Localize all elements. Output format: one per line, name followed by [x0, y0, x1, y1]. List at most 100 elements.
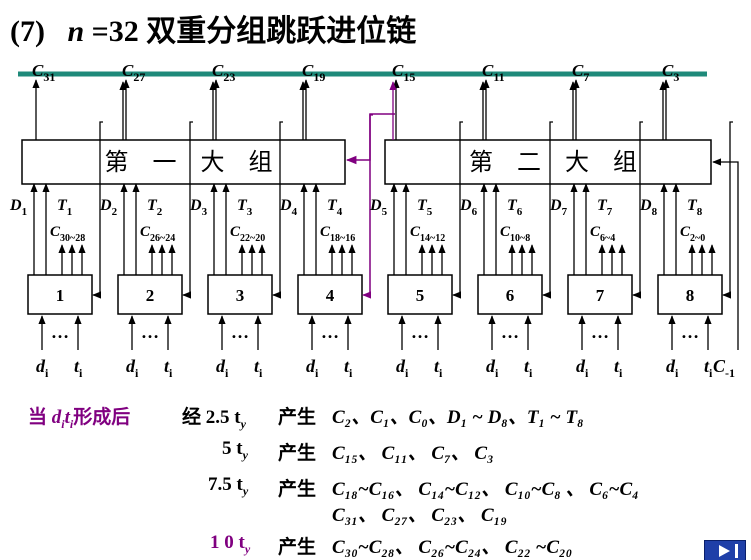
small-group-box: [387, 274, 453, 315]
next-slide-button[interactable]: [704, 540, 746, 560]
input-ellipsis: …: [51, 322, 69, 342]
timing-row-3-result: C₁₈~C₁₆、 C₁₄~C₁₂、 C₁₀~C₈ 、 C₆~C₄: [332, 479, 639, 500]
timing-row-4: 1 0 ty: [210, 532, 251, 556]
ti-input-label: ti: [704, 356, 713, 380]
small-group-number: 5: [416, 286, 425, 305]
carry-in-wire: [452, 121, 463, 299]
t-label: T7: [597, 197, 613, 218]
di-input-label: di: [216, 356, 229, 380]
big-group-label: 第 一 大 组: [105, 149, 273, 176]
timing-row-1-result: C₂、C₁、C₀、D₁ ~ D₈、T₁ ~ T₈: [332, 407, 584, 428]
small-group-number: 3: [236, 286, 245, 305]
small-group-box: [117, 274, 183, 315]
t-label: T4: [327, 197, 343, 218]
title-number: (7): [10, 15, 45, 48]
input-ellipsis: …: [141, 322, 159, 342]
timing-row-4-result: C₃₀~C₂₈、 C₂₆~C₂₄、 C₂₂ ~C₂₀: [332, 537, 573, 558]
timing-row-3b-result: C₃₁、 C₂₇、 C₂₃、 C₁₉: [332, 505, 507, 526]
timing-row-3-verb: 产生: [278, 479, 317, 500]
timing-row-3: 7.5 ty: [208, 474, 249, 498]
timing-row-2-verb: 产生: [278, 443, 317, 464]
big-group-box: [384, 139, 712, 185]
di-input-label: di: [36, 356, 49, 380]
small-group-box: [567, 274, 633, 315]
input-ellipsis: …: [591, 322, 609, 342]
small-group-box: [297, 274, 363, 315]
slide-title: (7) n =32 双重分组跳跃进位链: [10, 6, 416, 50]
carry-in-wire: [182, 121, 193, 299]
di-input-label: di: [666, 356, 679, 380]
top-carry-label: C19: [302, 61, 325, 84]
top-carry-label: C7: [572, 61, 589, 84]
ti-input-label: ti: [164, 356, 173, 380]
input-ellipsis: …: [231, 322, 249, 342]
c-range-label: C26~24: [140, 224, 175, 244]
t-label: T6: [507, 197, 523, 218]
big-group-box: [21, 139, 346, 185]
top-carry-label: C3: [662, 61, 679, 84]
t-label: T3: [237, 197, 253, 218]
input-ellipsis: …: [681, 322, 699, 342]
t-label: T2: [147, 197, 163, 218]
c-range-label: C18~16: [320, 224, 355, 244]
small-group-box: [207, 274, 273, 315]
d-label: D8: [639, 197, 658, 218]
small-group-number: 7: [596, 286, 605, 305]
d-label: D4: [279, 197, 298, 218]
c-range-label: C2~0: [680, 224, 705, 244]
c-range-label: C10~8: [500, 224, 530, 244]
cin-label: C-1: [713, 356, 735, 380]
carry-in-wire: [722, 121, 733, 299]
small-group-number: 1: [56, 286, 65, 305]
small-group-box: [657, 274, 723, 315]
di-input-label: di: [306, 356, 319, 380]
carry-in-wire: [92, 121, 103, 299]
top-carry-label: C31: [32, 61, 55, 84]
input-ellipsis: …: [501, 322, 519, 342]
di-input-label: di: [576, 356, 589, 380]
small-group-box: [477, 274, 543, 315]
top-carry-label: C11: [482, 61, 505, 84]
ti-input-label: ti: [74, 356, 83, 380]
title-variable: n: [67, 15, 85, 48]
small-group-number: 6: [506, 286, 515, 305]
di-input-label: di: [486, 356, 499, 380]
small-group-number: 4: [326, 286, 335, 305]
small-group-box: [27, 274, 93, 315]
d-label: D3: [189, 197, 208, 218]
di-input-label: di: [396, 356, 409, 380]
d-label: D7: [549, 197, 568, 218]
di-input-label: di: [126, 356, 139, 380]
c-range-label: C30~28: [50, 224, 85, 244]
c-range-label: C6~4: [590, 224, 615, 244]
timing-row-1: 经 2.5 ty: [182, 407, 246, 431]
small-group-number: 2: [146, 286, 155, 305]
d-label: D5: [369, 197, 388, 218]
d-label: D6: [459, 197, 478, 218]
ti-input-label: ti: [614, 356, 623, 380]
timing-row-4-verb: 产生: [278, 537, 317, 558]
ti-input-label: ti: [524, 356, 533, 380]
end-bar-icon: [735, 544, 738, 558]
d-label: D1: [9, 197, 27, 218]
t-label: T1: [57, 197, 72, 218]
d-label: D2: [99, 197, 118, 218]
timing-row-2: 5 ty: [222, 438, 248, 462]
top-carry-label: C23: [212, 61, 235, 84]
top-carry-label: C27: [122, 61, 145, 84]
c-range-label: C14~12: [410, 224, 445, 244]
small-group-number: 8: [686, 286, 695, 305]
input-ellipsis: …: [411, 322, 429, 342]
timing-row-1-verb: 产生: [278, 407, 317, 428]
carry-in-wire: [542, 121, 553, 299]
ti-input-label: ti: [254, 356, 263, 380]
carry-in-wire: [272, 121, 283, 299]
timing-lead: 当 diti形成后: [28, 407, 131, 431]
big-group-label: 第 二 大 组: [469, 149, 637, 176]
input-ellipsis: …: [321, 322, 339, 342]
t-label: T8: [687, 197, 703, 218]
timing-row-2-result: C₁₅、 C₁₁、 C₇、 C₃: [332, 443, 494, 464]
play-icon: [719, 545, 730, 557]
